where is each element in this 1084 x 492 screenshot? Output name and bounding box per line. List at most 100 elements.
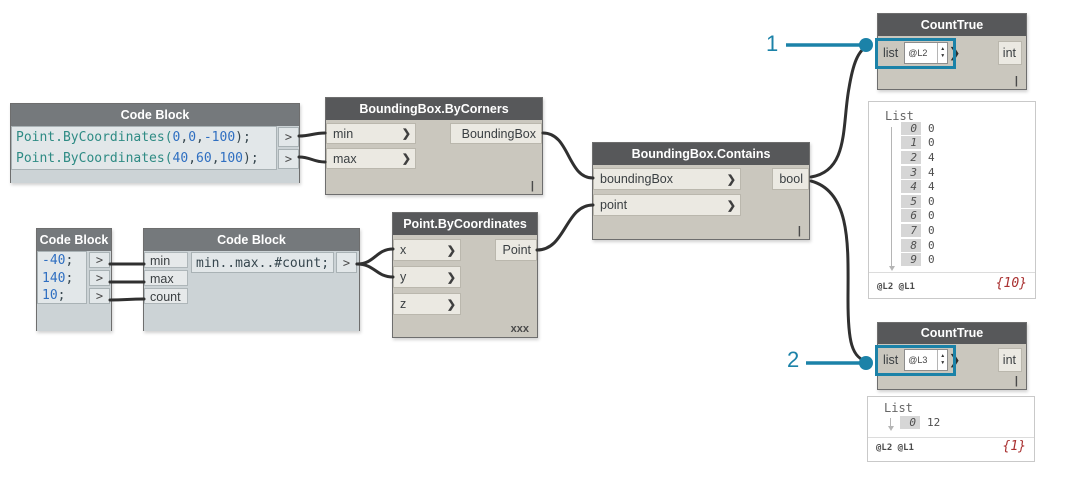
lacing-level-value: @L2 <box>908 48 928 58</box>
input-port-min[interactable]: min ❯ <box>326 123 416 144</box>
callout-number-1: 1 <box>766 31 779 56</box>
node-boundingbox-contains[interactable]: BoundingBox.Contains boundingBox ❯ point… <box>592 142 810 240</box>
lacing-indicator-cross[interactable]: xxx <box>510 323 529 335</box>
chevron-right-icon: ❯ <box>446 244 456 257</box>
list-count-badge: {10} <box>995 276 1027 291</box>
output-port-line1[interactable]: > <box>278 127 299 147</box>
node-title: BoundingBox.Contains <box>593 143 809 165</box>
code-editor[interactable]: Point.ByCoordinates(0,0,-100); Point.ByC… <box>11 126 277 170</box>
spinner-down-icon[interactable]: ▼ <box>940 360 946 366</box>
node-point-bycoordinates[interactable]: Point.ByCoordinates x ❯ y ❯ z ❯ Point xx… <box>392 212 538 338</box>
node-code-block-values[interactable]: Code Block -40; 140; 10; > > > <box>36 228 112 331</box>
input-port-y[interactable]: y ❯ <box>393 266 461 288</box>
code-line: Point.ByCoordinates(0,0,-100); <box>16 130 251 145</box>
input-port-min[interactable]: min <box>144 252 188 268</box>
wire-range-to-y[interactable] <box>355 262 395 279</box>
input-port-point[interactable]: point ❯ <box>593 194 741 216</box>
chevron-right-icon: ❯ <box>446 271 456 284</box>
input-port-max[interactable]: max <box>144 270 188 286</box>
code-line: -40; <box>42 253 74 268</box>
input-port-max[interactable]: max ❯ <box>326 148 416 169</box>
node-counttrue-2[interactable]: CountTrue list @L3 ▲ ▼ ❯ int | <box>875 322 1027 390</box>
chevron-right-icon: ❯ <box>401 128 411 140</box>
input-port-count[interactable]: count <box>144 288 188 304</box>
lacing-indicator[interactable]: | <box>1014 375 1018 387</box>
input-port-z[interactable]: z ❯ <box>393 293 461 315</box>
wire-boundingbox-to-contains[interactable] <box>541 131 595 180</box>
wire-point-to-contains[interactable] <box>535 203 595 252</box>
list-level-line <box>888 127 895 271</box>
chevron-right-icon: ❯ <box>446 298 456 311</box>
spinner-down-icon[interactable]: ▼ <box>940 53 946 59</box>
node-boundingbox-bycorners[interactable]: BoundingBox.ByCorners min ❯ max ❯ Boundi… <box>325 97 543 195</box>
output-port-line3[interactable]: > <box>89 288 110 304</box>
lacing-indicator[interactable]: | <box>1014 75 1018 87</box>
node-title: Point.ByCoordinates <box>393 213 537 235</box>
code-line: Point.ByCoordinates(40,60,100); <box>16 151 259 166</box>
callout-highlight-2 <box>875 345 956 376</box>
code-line: 10; <box>42 288 66 303</box>
output-port-line1[interactable]: > <box>89 252 110 268</box>
wire-codeblock-to-min[interactable] <box>297 131 327 138</box>
wire-range-to-x[interactable] <box>355 247 395 266</box>
callout-dot-2 <box>859 356 873 370</box>
panel-divider <box>868 437 1034 438</box>
output-port-int[interactable]: int <box>998 348 1022 372</box>
lacing-level-spinner[interactable]: @L2 ▲ ▼ <box>904 42 949 64</box>
node-title: Code Block <box>37 229 111 251</box>
lacing-indicator[interactable]: | <box>530 180 534 192</box>
input-port-boundingbox[interactable]: boundingBox ❯ <box>593 168 741 190</box>
output-port-line2[interactable]: > <box>278 149 299 169</box>
wire-bool-to-counttrue1[interactable] <box>809 44 870 179</box>
input-port-x[interactable]: x ❯ <box>393 239 461 261</box>
lacing-level-value: @L3 <box>908 355 928 365</box>
node-title: Code Block <box>144 229 359 251</box>
output-port[interactable]: > <box>336 252 357 273</box>
output-port-boundingbox[interactable]: BoundingBox <box>450 123 542 144</box>
output-port-bool[interactable]: bool <box>772 168 809 190</box>
code-line: 140; <box>42 270 74 286</box>
wire-bool-to-counttrue2[interactable] <box>809 179 871 364</box>
wire-codeblock-to-max[interactable] <box>297 155 327 164</box>
lacing-level-spinner[interactable]: @L3 ▲ ▼ <box>904 349 949 371</box>
output-port-int[interactable]: int <box>998 41 1022 65</box>
code-editor[interactable]: -40; 140; 10; <box>37 251 87 304</box>
code-editor[interactable]: min..max..#count; <box>191 252 334 273</box>
list-level-line <box>887 418 894 431</box>
chevron-right-icon: ❯ <box>401 153 411 165</box>
wire-10-to-count[interactable] <box>108 297 146 302</box>
node-counttrue-1[interactable]: CountTrue list @L2 ▲ ▼ ❯ int | <box>875 13 1027 90</box>
list-header: List <box>885 109 914 123</box>
node-code-block-range[interactable]: Code Block min max count min..max..#coun… <box>143 228 360 331</box>
output-port-point[interactable]: Point <box>495 239 537 261</box>
lacing-indicator[interactable]: | <box>797 225 801 237</box>
node-title: Code Block <box>11 104 299 126</box>
panel-divider <box>869 272 1035 273</box>
callout-highlight-1 <box>875 38 956 69</box>
spinner-up-icon[interactable]: ▲ <box>940 353 946 359</box>
spinner-up-icon[interactable]: ▲ <box>940 46 946 52</box>
list-header: List <box>884 401 913 415</box>
node-code-block-points[interactable]: Code Block Point.ByCoordinates(0,0,-100)… <box>10 103 300 183</box>
output-port-line2[interactable]: > <box>89 270 110 286</box>
chevron-right-icon: ❯ <box>726 199 736 212</box>
code-line: min..max..#count; <box>196 256 330 271</box>
node-title: CountTrue <box>878 323 1026 344</box>
chevron-right-icon: ❯ <box>726 173 736 186</box>
node-title: BoundingBox.ByCorners <box>326 98 542 120</box>
callout-dot-1 <box>859 38 873 52</box>
list-count-badge: {1} <box>1002 439 1026 454</box>
